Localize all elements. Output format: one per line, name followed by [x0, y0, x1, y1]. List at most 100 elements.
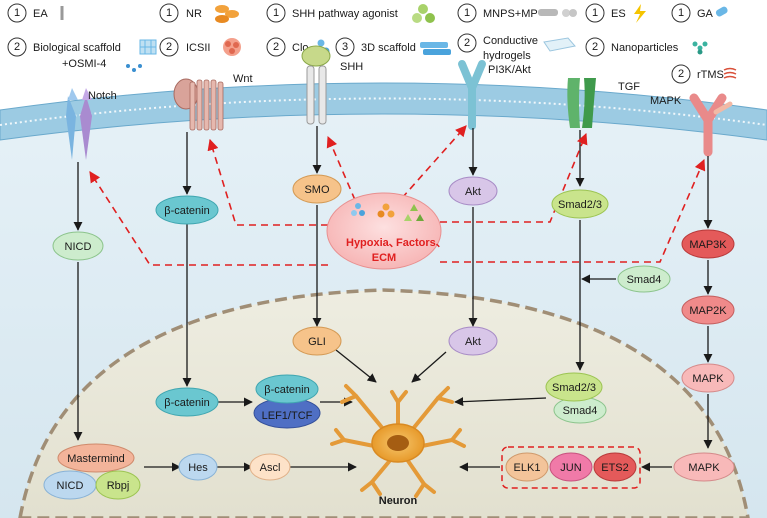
shh-receptor: SHH — [301, 45, 363, 125]
node-nicd: NICD — [52, 231, 104, 261]
legend-label-rtms: rTMS — [697, 69, 724, 81]
legend-number: 2 — [464, 37, 470, 49]
node-label: Mastermind — [67, 453, 124, 465]
legend-label-hydrogels: hydrogels — [483, 50, 531, 62]
stimulus-factors: Factors、 — [396, 237, 447, 249]
node-label: Smad4 — [563, 405, 598, 417]
node-ascl: Ascl — [249, 453, 291, 481]
legend-number: 1 — [166, 7, 172, 19]
node-label: Smad2/3 — [558, 199, 602, 211]
node-ets2: ETS2 — [593, 452, 637, 482]
node-akt-nuclear: Akt — [448, 326, 498, 356]
mnps-icon — [538, 9, 577, 17]
node-label: Ascl — [260, 462, 281, 474]
regulation-arrows — [89, 125, 706, 266]
legend-num-circle — [585, 37, 605, 57]
legend: 1 EA 1 NR 1 SHH pathway agonist 1 MNPS+M… — [7, 3, 737, 84]
legend-number: 1 — [592, 7, 598, 19]
wnt-receptor: Wnt — [173, 73, 253, 131]
node-lef1-tcf: LEF1/TCF — [253, 397, 321, 429]
stimulus-ecm: ECM — [372, 252, 396, 264]
node-label: JUN — [560, 462, 581, 474]
node-label: β-catenin — [164, 205, 209, 217]
lightning-icon — [634, 4, 646, 23]
legend-label-shh-agonist: SHH pathway agonist — [292, 8, 398, 20]
node-label: Akt — [465, 186, 481, 198]
node-label: MAPK — [688, 462, 720, 474]
legend-number: 2 — [166, 41, 172, 53]
node-label: Akt — [465, 336, 481, 348]
node-mastermind: Mastermind — [57, 443, 135, 473]
legend-num-circle — [457, 33, 477, 53]
membrane-lipid-line — [0, 97, 767, 126]
legend-num-circle — [159, 3, 179, 23]
stimulus-ellipse: Hypoxia、 Factors、 ECM — [326, 192, 447, 270]
scaffold-grid-icon — [126, 39, 157, 72]
legend-num-circle — [335, 37, 355, 57]
label-wnt: Wnt — [233, 73, 253, 85]
nanoparticle-icon — [692, 41, 708, 55]
node-label: Rbpj — [107, 480, 130, 492]
label-notch: Notch — [88, 90, 117, 102]
node-elk1: ELK1 — [505, 452, 549, 482]
label-mapk-receptor: MAPK — [650, 95, 682, 107]
ga-icon — [715, 6, 728, 17]
node-smo: SMO — [292, 174, 342, 204]
legend-number: 2 — [678, 68, 684, 80]
pi3k-receptor: PI3K/Akt — [458, 60, 531, 130]
legend-number: 1 — [464, 7, 470, 19]
hydrogel-icon — [543, 37, 576, 52]
node-label: MAP2K — [689, 305, 727, 317]
nr-icon — [215, 5, 239, 23]
node-label: Smad2/3 — [552, 382, 596, 394]
stimulus-icons — [351, 203, 424, 221]
node-beta-catenin-complex: β-catenin — [255, 374, 319, 404]
node-nicd-nuclear: NICD — [43, 470, 97, 500]
legend-label-3d-scaffold: 3D scaffold — [361, 42, 416, 54]
tgf-receptor: TGF — [567, 78, 640, 128]
node-label: Hes — [188, 462, 208, 474]
legend-label-mnps: MNPS+MP — [483, 8, 538, 20]
legend-num-circle — [266, 37, 286, 57]
legend-label-nanoparticles: Nanoparticles — [611, 42, 679, 54]
label-pi3k-akt: PI3K/Akt — [488, 64, 531, 76]
legend-number: 2 — [14, 41, 20, 53]
label-shh: SHH — [340, 61, 363, 73]
node-jun: JUN — [549, 452, 593, 482]
legend-label-conductive: Conductive — [483, 35, 538, 47]
legend-num-circle — [266, 3, 286, 23]
node-label: MAPK — [692, 373, 724, 385]
stimulus-hypoxia: Hypoxia、 — [346, 237, 400, 249]
legend-num-circle — [7, 3, 27, 23]
transcription-factor-box — [501, 446, 641, 489]
node-map3k: MAP3K — [681, 229, 735, 259]
legend-number: 2 — [273, 41, 279, 53]
icsii-icon — [223, 38, 241, 56]
legend-label-icsii: ICSII — [186, 42, 210, 54]
node-mapk: MAPK — [681, 363, 735, 393]
node-gli: GLI — [292, 326, 342, 356]
legend-number: 1 — [678, 7, 684, 19]
node-smad23-nuclear: Smad2/3 — [545, 372, 603, 402]
node-label: ETS2 — [601, 462, 629, 474]
node-label: NICD — [57, 480, 84, 492]
legend-number: 2 — [592, 41, 598, 53]
legend-number: 1 — [273, 7, 279, 19]
signal-arrows — [73, 126, 713, 472]
node-beta-catenin-nuclear: β-catenin — [155, 387, 219, 417]
rtms-icon — [723, 67, 737, 79]
mapk-receptor: MAPK — [650, 93, 733, 157]
legend-label-ea: EA — [33, 8, 48, 20]
legend-number: 3 — [342, 41, 348, 53]
legend-num-circle — [671, 3, 691, 23]
node-map2k: MAP2K — [681, 295, 735, 325]
node-label: GLI — [308, 336, 326, 348]
legend-num-circle — [671, 64, 691, 84]
node-label: MAP3K — [689, 239, 727, 251]
legend-num-circle — [7, 37, 27, 57]
legend-label-es: ES — [611, 8, 626, 20]
3d-scaffold-icon — [420, 42, 451, 55]
legend-number: 1 — [14, 7, 20, 19]
legend-label-ga: GA — [697, 8, 714, 20]
